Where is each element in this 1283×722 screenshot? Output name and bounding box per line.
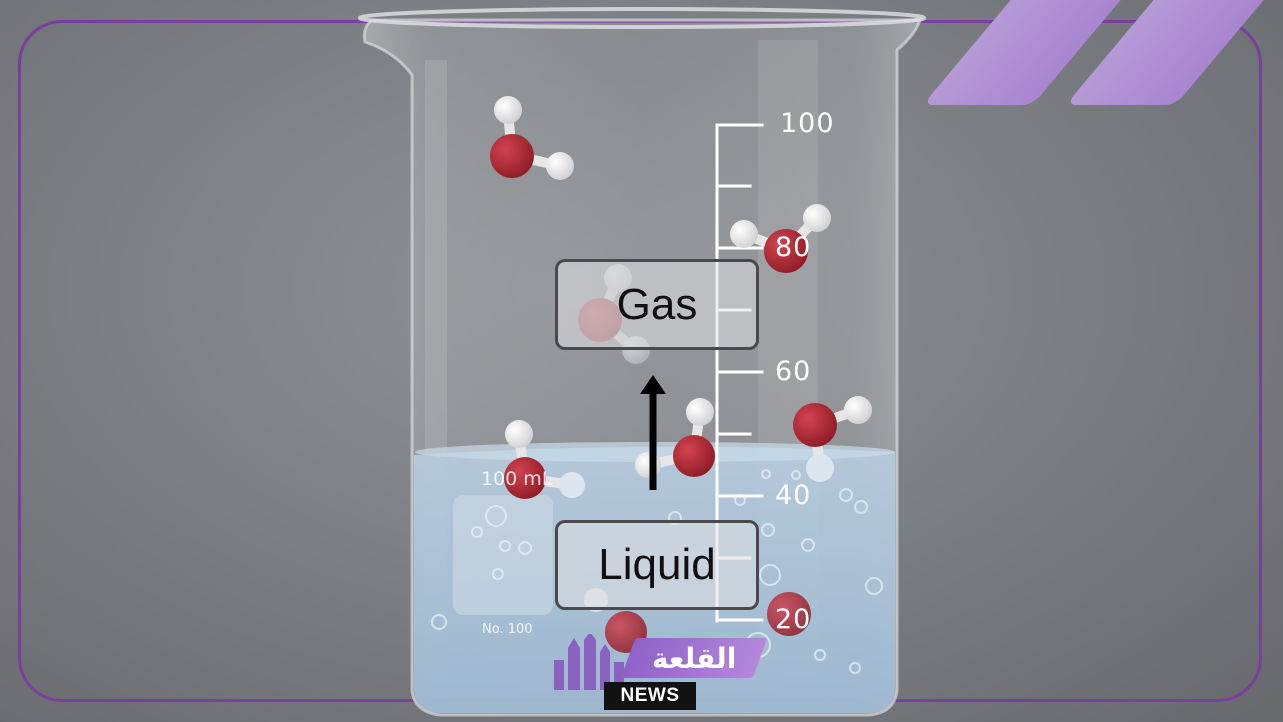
liquid-label-text: Liquid (598, 540, 716, 589)
gas-label: Gas (555, 259, 759, 350)
tick-label-60: 60 (775, 356, 812, 387)
watermark-logo: القلعة NEWS (550, 632, 770, 714)
arrow-up-icon (640, 375, 666, 490)
logo-arabic-text: القلعة (651, 641, 737, 675)
logo-arabic-banner: القلعة (620, 638, 768, 678)
tick-label-80: 80 (775, 232, 812, 263)
castle-icon (554, 634, 624, 690)
beaker-label-patch (453, 495, 553, 615)
water-molecule-2 (730, 204, 831, 273)
beaker-small-text: No. 100 (482, 622, 533, 637)
water-molecule-1 (490, 96, 574, 180)
water-molecule-4 (793, 396, 872, 482)
tick-label-100: 100 (780, 108, 835, 139)
water-molecule-6 (504, 420, 585, 499)
beaker-volume-text: 100 mL (481, 468, 553, 490)
logo-news-badge: NEWS (604, 682, 696, 710)
tick-label-40: 40 (775, 480, 812, 511)
tick-label-20: 20 (775, 604, 812, 635)
liquid-label: Liquid (555, 520, 759, 610)
gas-label-text: Gas (616, 279, 698, 329)
beaker-rim (358, 7, 926, 29)
